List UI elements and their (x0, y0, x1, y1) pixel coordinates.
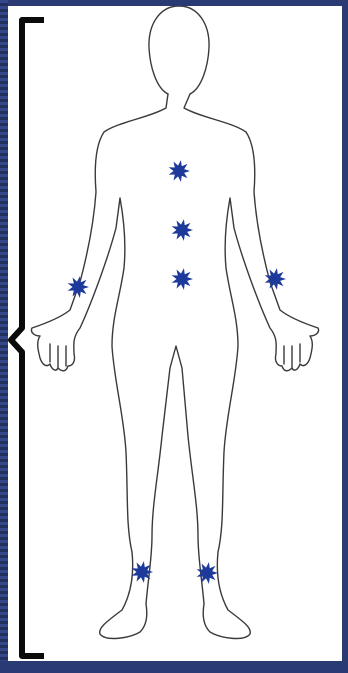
slide-bottom-band (0, 661, 348, 673)
marker-core (270, 274, 280, 284)
marker-core (177, 274, 187, 284)
right-hand-fingers (284, 344, 300, 368)
body-outline (31, 6, 318, 638)
markers (68, 160, 286, 584)
slide-right-band (342, 0, 348, 673)
marker-core (174, 166, 184, 176)
slide-edge (0, 0, 8, 673)
marker-lower-torso (172, 268, 193, 290)
body-diagram (8, 6, 342, 661)
left-hand-fingers (50, 344, 66, 368)
marker-right-wrist (68, 276, 89, 298)
head-outline (149, 6, 209, 94)
marker-mid-torso (172, 219, 193, 241)
diagram-panel (8, 6, 342, 661)
marker-core (73, 282, 83, 292)
marker-core (177, 225, 187, 235)
marker-core (137, 567, 147, 577)
marker-core (202, 568, 212, 578)
marker-upper-torso (169, 160, 190, 182)
